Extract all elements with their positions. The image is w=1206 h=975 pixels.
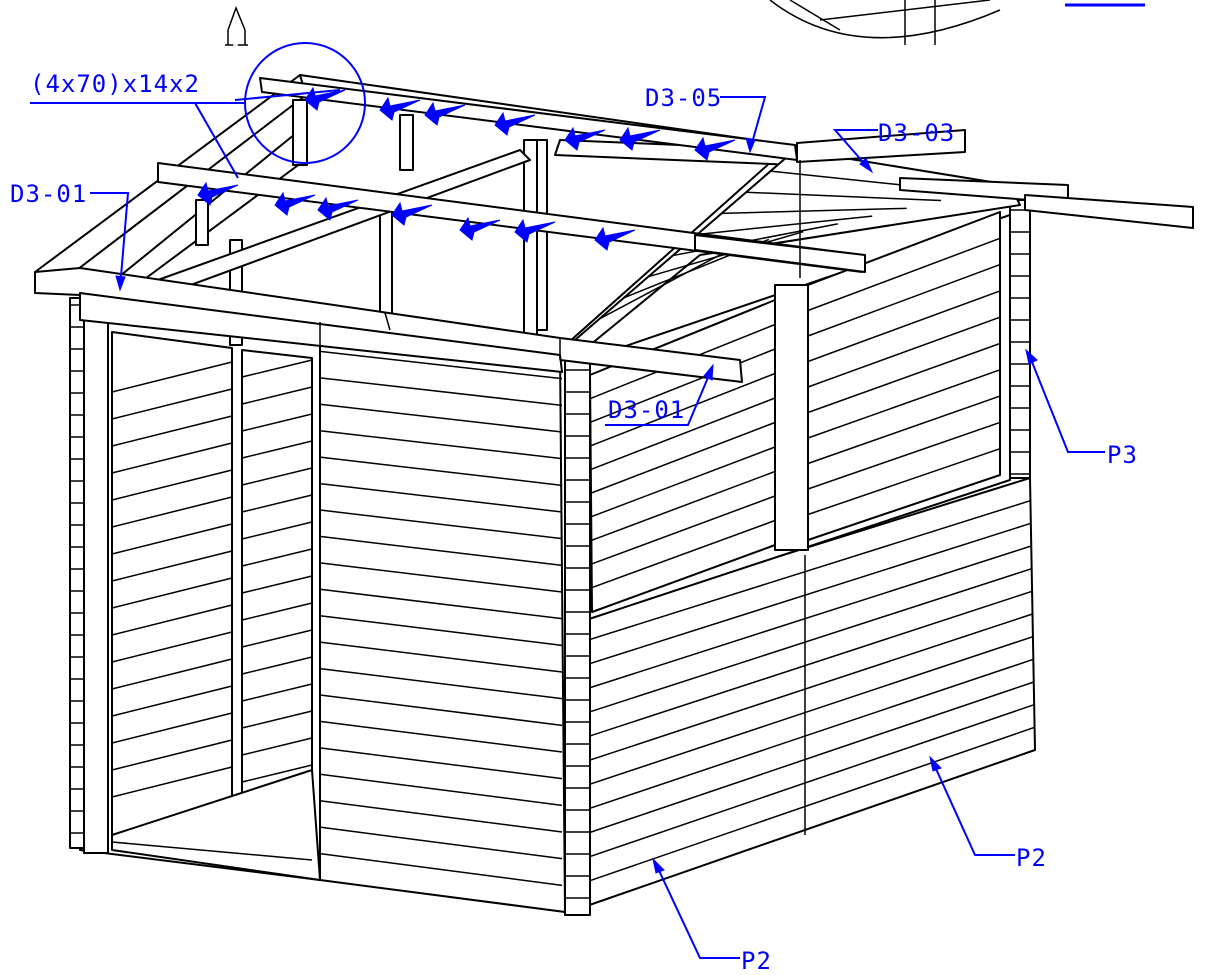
screw-icon <box>459 216 501 241</box>
screw-icon <box>594 226 636 251</box>
screw-icon <box>424 101 466 126</box>
roof-purlin-d3-03-b <box>1024 194 1194 229</box>
front-right-boards <box>319 350 563 887</box>
label-p2-bottom: P2 <box>741 947 772 975</box>
view-marker-label: A <box>228 38 243 66</box>
screw-icon <box>514 218 556 243</box>
detail-callout <box>769 0 1145 45</box>
front-fascia <box>79 292 563 373</box>
label-d3-01-left: D3-01 <box>10 180 87 208</box>
screw-icon <box>494 111 536 136</box>
annotations: (4x70)x14x2 D3-05 D3-03 D3-01 D3-01 P3 P… <box>10 70 1138 975</box>
label-p3: P3 <box>1107 441 1138 469</box>
screw-icon <box>391 201 433 226</box>
screw-icon <box>304 86 346 111</box>
screw-group <box>197 86 736 251</box>
screw-icon <box>317 196 359 221</box>
screw-icon <box>564 126 606 151</box>
front-wall-right-panel <box>319 324 566 913</box>
screw-icon <box>274 191 316 216</box>
label-screw-spec: (4x70)x14x2 <box>30 70 200 98</box>
left-corner-post <box>69 297 85 849</box>
screw-icon <box>379 96 421 121</box>
right-corner-post <box>1009 199 1031 479</box>
right-wall-boards <box>574 499 1035 887</box>
lower-purlin <box>694 234 866 273</box>
middle-post <box>774 284 809 551</box>
door-opening-left <box>111 331 233 836</box>
label-d3-05: D3-05 <box>645 84 722 112</box>
label-p2-right: P2 <box>1016 844 1047 872</box>
door-floor <box>111 769 321 881</box>
front-left-post <box>83 297 109 854</box>
shed-structure <box>34 74 1194 916</box>
front-left-boards <box>111 359 313 798</box>
screw-icon <box>197 181 239 206</box>
label-d3-03: D3-03 <box>878 119 955 147</box>
view-marker: A <box>225 5 248 66</box>
screw-icon <box>619 126 661 151</box>
ridge-beam-extension-d3-03 <box>796 129 966 163</box>
label-d3-01-mid: D3-01 <box>608 396 685 424</box>
screw-icon <box>694 136 736 161</box>
